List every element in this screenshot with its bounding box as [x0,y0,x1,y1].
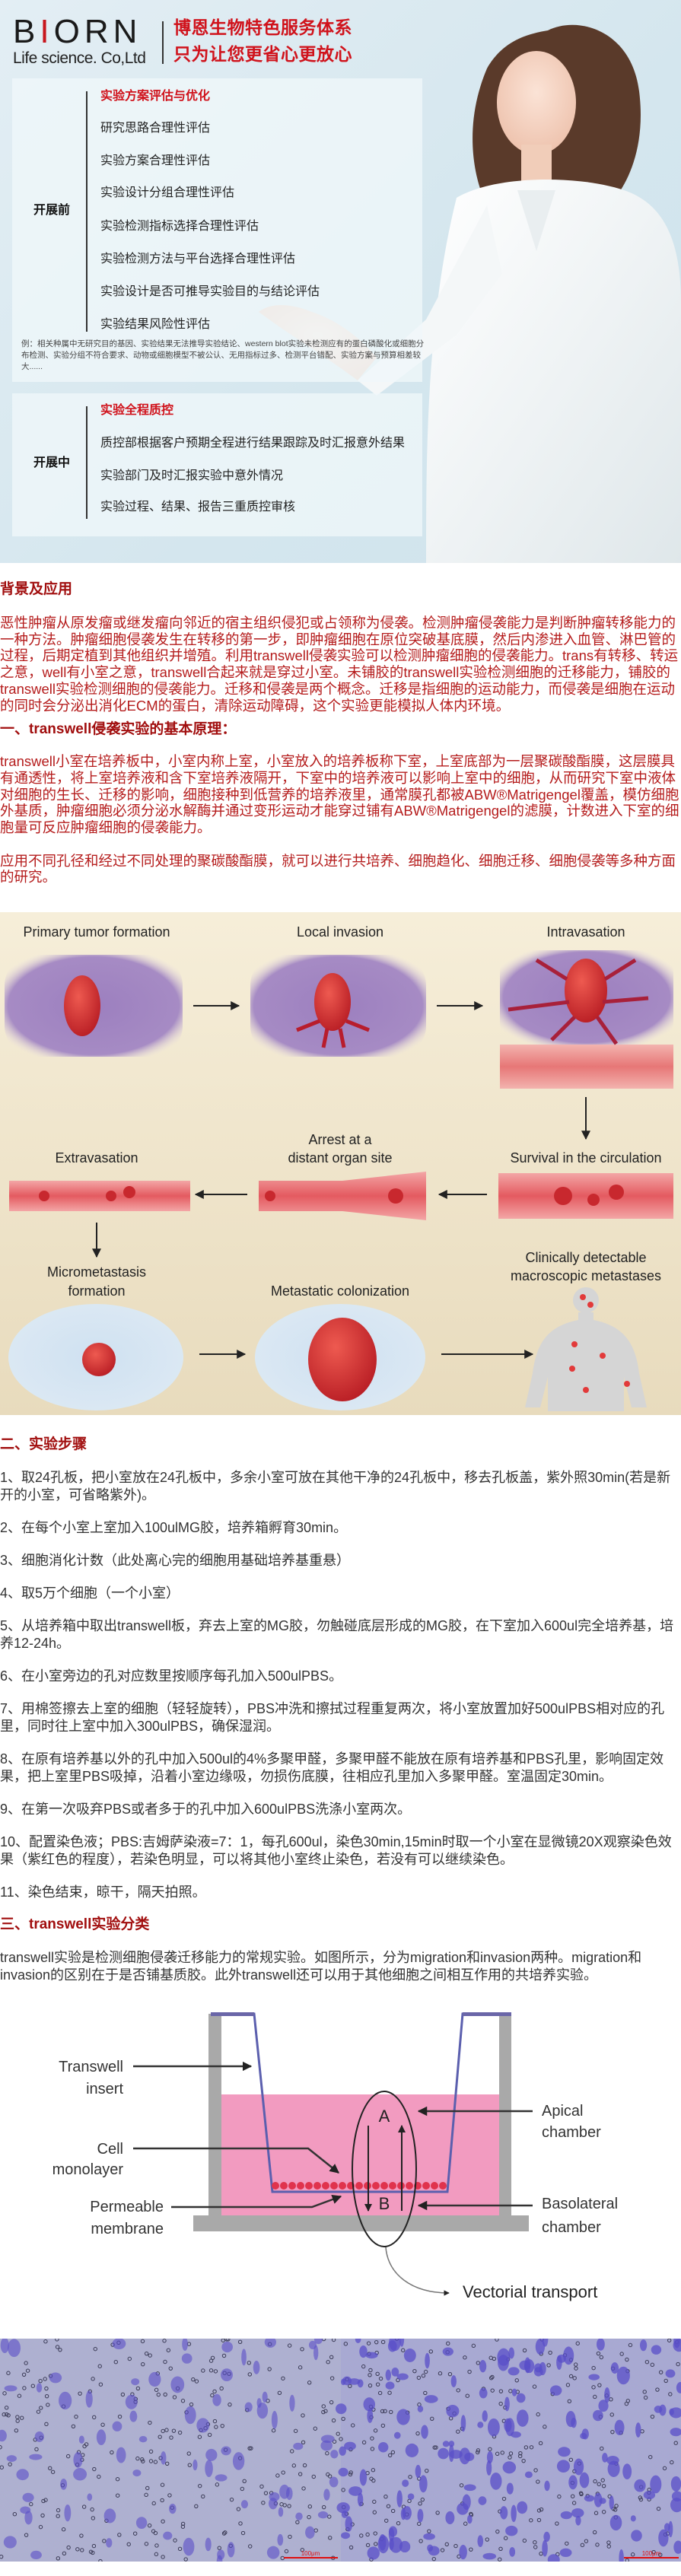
label-transwell-insert: Transwell [59,2059,123,2075]
step-item: 9、在第一次吸弃PBS或者多于的孔中加入600ulPBS洗涤小室两次。 [0,1802,412,1818]
classification-paragraph: transwell实验是检测细胞侵袭迁移能力的常规实验。如图所示，分为migra… [0,1950,642,1983]
before-item: 实验检测方法与平台选择合理性评估 [100,253,296,266]
label-macroscopic: Clinically detectable [525,1250,646,1265]
scale-bar-label: 100μm [301,2550,320,2557]
blood-vessel [498,1173,673,1220]
medium [221,2094,499,2216]
label-micrometastasis: formation [68,1283,125,1299]
label-permeable-membrane: Permeable [90,2199,164,2215]
label-micrometastasis: Micrometastasis [47,1264,146,1280]
service-banner: BIORN Life science. Co,Ltd 博恩生物特色服务体系 只为… [0,0,681,563]
label-basolateral-chamber: Basolateral [542,2196,618,2212]
step-item: 1、取24孔板，把小室放在24孔板中，多余小室可放在其他干净的24孔板中，移去孔… [0,1470,671,1503]
label-apical-chamber: chamber [542,2124,601,2141]
before-item: 研究思路合理性评估 [100,122,211,135]
before-item: 实验方案合理性评估 [100,154,211,167]
cell-monolayer [272,2182,447,2190]
step-item: 10、配置染色液；PBS:吉姆萨染液=7：1，每孔600ul，染色30min,1… [0,1834,672,1868]
tumor [314,973,351,1032]
slogan-line1: 博恩生物特色服务体系 [173,17,352,37]
logo-subtitle: Life science. Co,Ltd [13,49,146,67]
step-item: 11、染色结束，晾干，隔天拍照。 [0,1884,206,1900]
principle-paragraph: 应用不同孔径和经过不同处理的聚碳酸酯膜，就可以进行共培养、细胞趋化、细胞迁移、细… [0,852,676,886]
label-colonization: Metastatic colonization [271,1283,409,1299]
micrometastasis [82,1343,116,1377]
during-panel: 开展中 实验全程质控 质控部根据客户预期全程进行结果跟踪及时汇报意外结果 实验部… [12,393,422,536]
step-item: 5、从培养箱中取出transwell板，弃去上室的MG胶，勿触碰底层形成的MG胶… [0,1618,674,1652]
label-b: B [379,2194,390,2213]
step-item: 3、细胞消化计数（此处离心完的细胞用基础培养基重悬） [0,1553,351,1569]
during-label: 开展中 [33,456,71,469]
label-primary-tumor: Primary tumor formation [23,924,170,940]
step-item: 4、取5万个细胞（一个小室） [0,1585,180,1601]
blood-vessel [500,1045,673,1089]
transport-ellipse [352,2091,417,2248]
blood-vessel [259,1172,426,1221]
tumor [64,975,100,1037]
human-body-icon [525,1287,647,1412]
label-survival: Survival in the circulation [510,1150,661,1166]
before-heading: 实验方案评估与优化 [100,90,211,103]
label-arrest: Arrest at a [308,1132,372,1147]
label-permeable-membrane: membrane [91,2221,164,2237]
label-cell-monolayer: monolayer [53,2161,124,2178]
label-local-invasion: Local invasion [297,924,383,940]
before-item: 实验检测指标选择合理性评估 [100,220,259,233]
before-label: 开展前 [33,204,71,217]
principle-paragraph: transwell小室在培养板中，小室内称上室，小室放入的培养板称下室，上室底部… [0,753,679,836]
label-arrest: distant organ site [288,1150,392,1166]
during-item: 实验部门及时汇报实验中意外情况 [100,469,284,482]
steps-section: 二、实验步骤 1、取24孔板，把小室放在24孔板中，多余小室可放在其他干净的24… [0,1415,681,2004]
label-extravasation: Extravasation [55,1150,138,1166]
scale-bar-label: 100μm [642,2550,661,2557]
metastasis-figure: Primary tumor formation Local invasion I… [0,912,681,1416]
before-item: 实验设计分组合理性评估 [100,186,235,199]
label-basolateral-chamber: chamber [542,2219,601,2236]
step-item: 7、用棉签擦去上室的细胞（轻轻旋转），PBS冲洗和擦拭过程重复两次，将小室放置加… [0,1701,665,1735]
label-cell-monolayer: Cell [97,2141,123,2158]
during-item: 实验过程、结果、报告三重质控审核 [100,501,296,514]
stained-cells-micrographs: 100μm 100μm [0,2339,681,2562]
blood-vessel [9,1181,190,1212]
label-a: A [379,2107,390,2126]
tumor [565,959,607,1023]
logo-divider [162,21,164,64]
steps-heading: 二、实验步骤 [0,1436,88,1453]
step-item: 6、在小室旁边的孔对应数里按顺序每孔加入500ulPBS。 [0,1668,343,1684]
divider [86,91,88,332]
label-apical-chamber: Apical [542,2103,583,2120]
step-item: 8、在原有培养基以外的孔中加入500ul的4%多聚甲醛，多聚甲醛不能放在原有培养… [0,1751,664,1785]
biorn-logo: BIORN [13,13,142,50]
metastasis [308,1318,377,1402]
well-wall [499,2014,511,2216]
label-transwell-insert: insert [86,2081,123,2097]
label-macroscopic: macroscopic metastases [511,1268,661,1283]
principle-heading: 一、transwell侵袭实验的基本原理： [0,721,237,738]
before-note: 例：相关种属中无研究目的基因、实验结果无法推导实验结论、western blot… [21,339,425,371]
label-vectorial-transport: Vectorial transport [463,2282,597,2301]
background-paragraph: 恶性肿瘤从原发瘤或继发瘤向邻近的宿主组织侵犯或占领称为侵袭。检测肿瘤侵袭能力是判… [0,615,679,714]
divider [86,406,88,519]
before-item: 实验结果风险性评估 [100,318,211,331]
intro-section: 背景及应用 恶性肿瘤从原发瘤或继发瘤向邻近的宿主组织侵犯或占领称为侵袭。检测肿瘤… [0,563,681,912]
during-item: 质控部根据客户预期全程进行结果跟踪及时汇报意外结果 [100,437,406,450]
before-panel: 开展前 实验方案评估与优化 研究思路合理性评估 实验方案合理性评估 实验设计分组… [12,78,425,382]
doctor-photo [259,24,681,563]
before-item: 实验设计是否可推导实验目的与结论评估 [100,285,320,298]
slogan-line2: 只为让您更省心更放心 [173,44,352,64]
background-heading: 背景及应用 [0,581,73,597]
classification-heading: 三、transwell实验分类 [0,1916,150,1933]
transwell-diagram: A B Transwell insert Cell monolayer Perm… [53,2012,618,2301]
label-intravasation: Intravasation [546,924,625,940]
micrograph-migration [0,2339,341,2562]
during-heading: 实验全程质控 [100,404,174,417]
well-wall [208,2014,221,2216]
step-item: 2、在每个小室上室加入100ulMG胶，培养箱孵育30min。 [0,1520,348,1536]
